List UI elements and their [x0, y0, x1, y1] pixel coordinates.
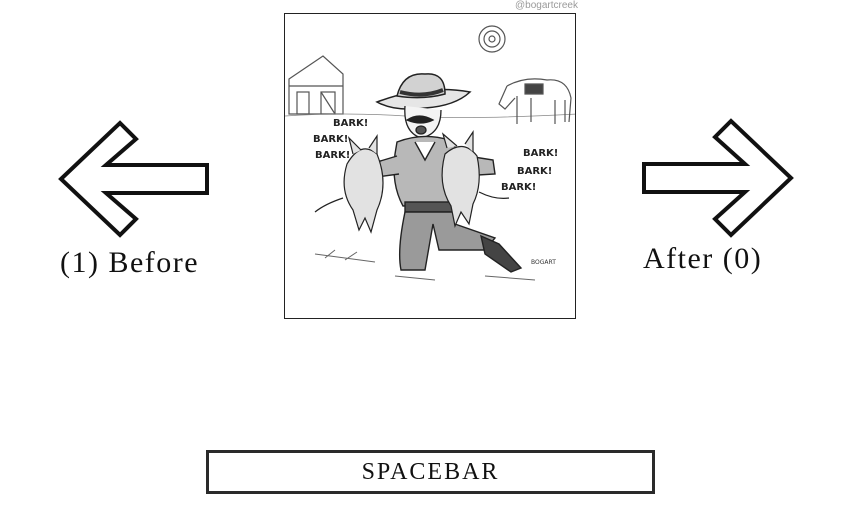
- cartoon-illustration: BARK! BARK! BARK! BARK! BARK! BARK! BOGA…: [285, 25, 575, 281]
- horse-drawing: [498, 78, 572, 124]
- sun-doodle: [478, 25, 506, 53]
- before-label[interactable]: (1) Before: [60, 246, 200, 279]
- barn-drawing: [288, 55, 344, 115]
- bark-right-3: BARK!: [501, 182, 536, 193]
- arrow-left-icon[interactable]: [58, 120, 210, 238]
- bark-left-1: BARK!: [333, 118, 368, 129]
- ground-marks: [314, 249, 536, 281]
- artist-signature: BOGART: [531, 259, 556, 266]
- cartoon-image: BARK! BARK! BARK! BARK! BARK! BARK! BOGA…: [284, 13, 576, 319]
- cartoon-credit: @bogartcreek: [515, 0, 578, 11]
- bark-left-3: BARK!: [315, 150, 350, 161]
- dog-left: [314, 134, 384, 234]
- bark-right-2: BARK!: [517, 166, 552, 177]
- after-label[interactable]: After (0): [643, 242, 763, 275]
- bark-right-1: BARK!: [523, 148, 558, 159]
- cowboy-face: [404, 105, 442, 139]
- cowboy-hat: [375, 73, 472, 110]
- bark-left-2: BARK!: [313, 134, 348, 145]
- arrow-right-icon[interactable]: [641, 118, 794, 238]
- spacebar-button[interactable]: SPACEBAR: [206, 450, 655, 494]
- dog-right: [441, 130, 510, 229]
